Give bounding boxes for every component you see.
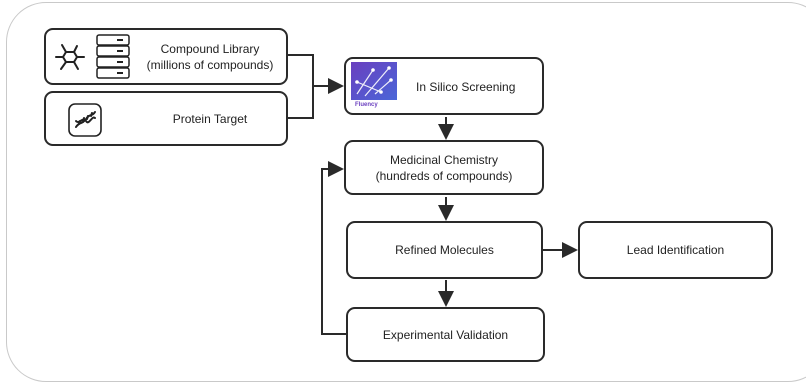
protein-target-box: Protein Target [44,91,288,146]
medicinal-chemistry-box: Medicinal Chemistry (hundreds of compoun… [344,140,544,195]
compound-library-subtitle: (millions of compounds) [146,58,274,72]
in-silico-label: In Silico Screening [416,80,516,94]
in-silico-screening-box: Fluency In Silico Screening [344,57,544,115]
fluency-logo-icon [351,62,397,114]
molecule-icon [54,41,86,77]
medicinal-chemistry-title: Medicinal Chemistry [389,152,499,167]
refined-molecules-label: Refined Molecules [395,243,494,257]
compound-library-box: Compound Library (millions of compounds) [44,28,288,85]
lead-identification-box: Lead Identification [578,221,773,279]
fluency-logo-text: Fluency [355,102,378,108]
refined-molecules-box: Refined Molecules [346,221,543,279]
connector-target [288,86,314,119]
experimental-validation-label: Experimental Validation [382,327,509,342]
server-stack-icon [95,34,131,84]
connector-lines [288,54,578,335]
medicinal-chemistry-subtitle: (hundreds of compounds) [375,168,513,183]
protein-target-label: Protein Target [172,111,248,126]
connector-library [288,54,314,86]
dna-icon [68,103,102,141]
medicinal-chemistry-text: Medicinal Chemistry (hundreds of compoun… [376,152,513,184]
compound-library-title: Compound Library [160,42,260,56]
compound-library-text: Compound Library (millions of compounds) [138,41,282,73]
feedback-loop [321,161,347,335]
lead-identification-label: Lead Identification [626,243,725,257]
experimental-validation-box: Experimental Validation [346,307,545,362]
